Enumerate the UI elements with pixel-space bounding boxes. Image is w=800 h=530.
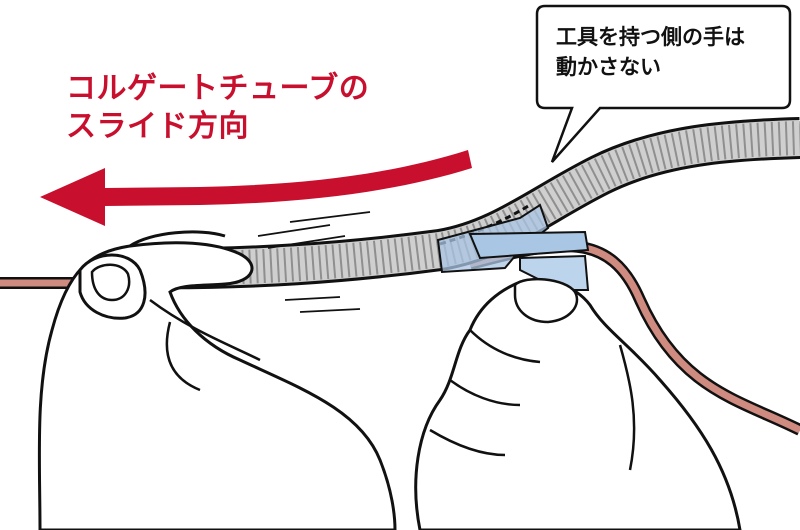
slide-direction-line1: コルゲートチューブの bbox=[66, 71, 370, 106]
callout-line1: 工具を持つ側の手は bbox=[556, 25, 745, 49]
slide-direction-line2: スライド方向 bbox=[66, 109, 249, 144]
left-arrow-icon bbox=[40, 150, 472, 226]
speech-bubble-icon bbox=[535, 4, 792, 163]
right-hand bbox=[414, 277, 742, 530]
callout-text: 工具を持つ側の手は 動かさない bbox=[556, 22, 745, 82]
left-hand bbox=[37, 230, 397, 530]
slide-direction-label: コルゲートチューブの スライド方向 bbox=[66, 70, 369, 146]
callout-line2: 動かさない bbox=[556, 55, 661, 79]
motion-lines-icon bbox=[257, 211, 371, 313]
